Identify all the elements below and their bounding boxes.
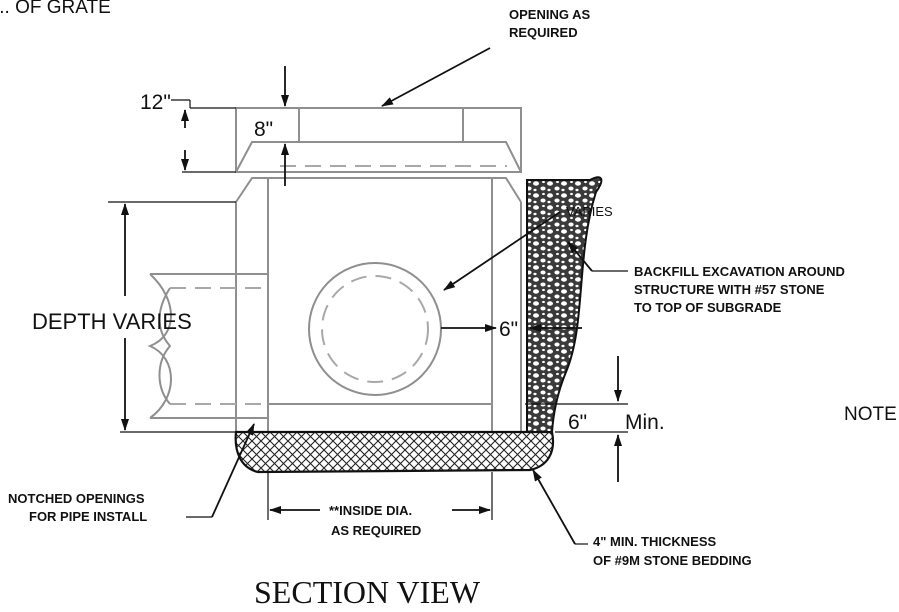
notched-leader [186,423,255,518]
backfill-label-line3: TO TOP OF SUBGRADE [634,300,782,315]
inside-dia-label-line1: **INSIDE DIA. [329,503,412,518]
outlet-pipe-opening [308,262,442,396]
section-view-title: SECTION VIEW [254,574,481,610]
inside-dia-label-line2: AS REQUIRED [331,523,421,538]
dim-8-label: 8" [254,118,273,141]
grate-label-partial: ... OF GRATE [0,0,111,18]
structure-body [235,177,522,433]
dimension-depth [108,201,525,433]
notched-label-line1: NOTCHED OPENINGS [8,491,145,506]
bedding-label-line1: 4" MIN. THICKNESS [593,534,717,549]
bedding-label-line2: OF #9M STONE BEDDING [593,553,752,568]
six-min-label: 6" [568,411,587,434]
backfill-label-line1: BACKFILL EXCAVATION AROUND [634,264,845,279]
stone-bedding-fill [234,430,555,474]
grate-frame [235,107,522,173]
note-label: NOTE [844,404,897,425]
inlet-pipe [147,273,268,419]
opening-leader [381,47,491,107]
six-side-label: 6" [499,318,518,341]
backfill-stone-fill [526,176,603,433]
depth-varies-label: DEPTH VARIES [32,309,192,334]
dimension-6in-min [525,356,628,482]
opening-label-line2: REQUIRED [509,25,578,40]
bedding-leader [532,469,588,545]
min-label: Min. [625,411,665,434]
opening-label-line1: OPENING AS [509,7,590,22]
varies-leader [443,211,561,291]
varies-label: VARIES [566,204,613,219]
dimension-inside-dia [267,472,493,520]
backfill-label-line2: STRUCTURE WITH #57 STONE [634,282,825,297]
dim-12-label: 12" [140,91,171,114]
notched-label-line2: FOR PIPE INSTALL [29,509,147,524]
backfill-leader-arrow [567,241,593,272]
dimension-12in [171,99,236,173]
